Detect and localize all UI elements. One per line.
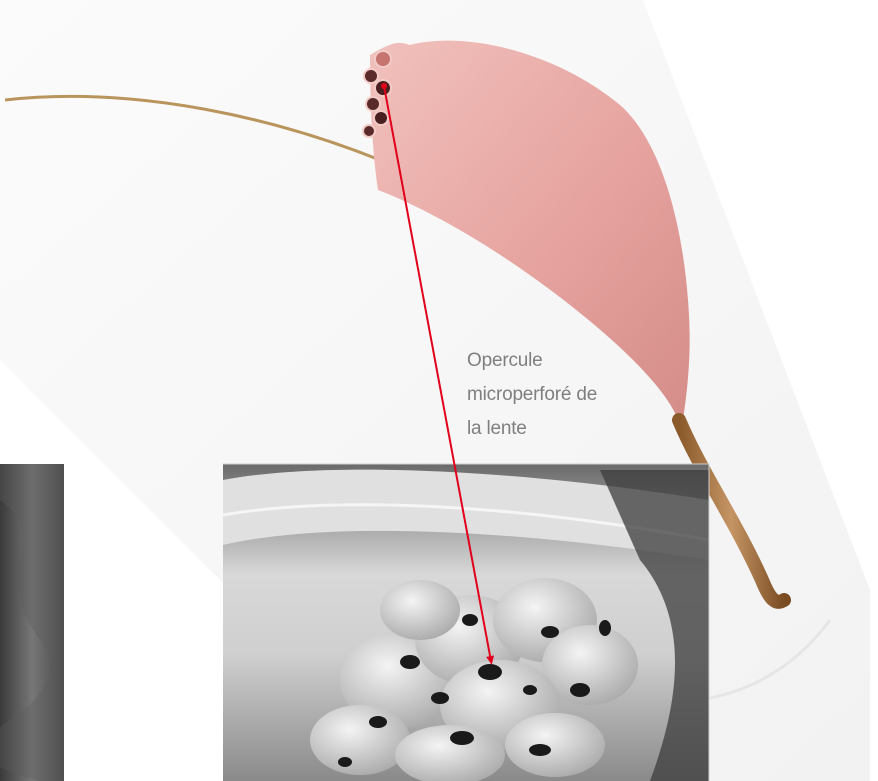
annotation-line-2: microperforé de <box>467 378 667 412</box>
annotation-line-3: la lente <box>467 412 667 446</box>
opercule-annotation: Opercule microperforé de la lente <box>467 344 667 446</box>
annotation-line-1: Opercule <box>467 344 667 378</box>
sem-micrograph <box>223 464 709 781</box>
pointer-origin <box>381 83 387 89</box>
